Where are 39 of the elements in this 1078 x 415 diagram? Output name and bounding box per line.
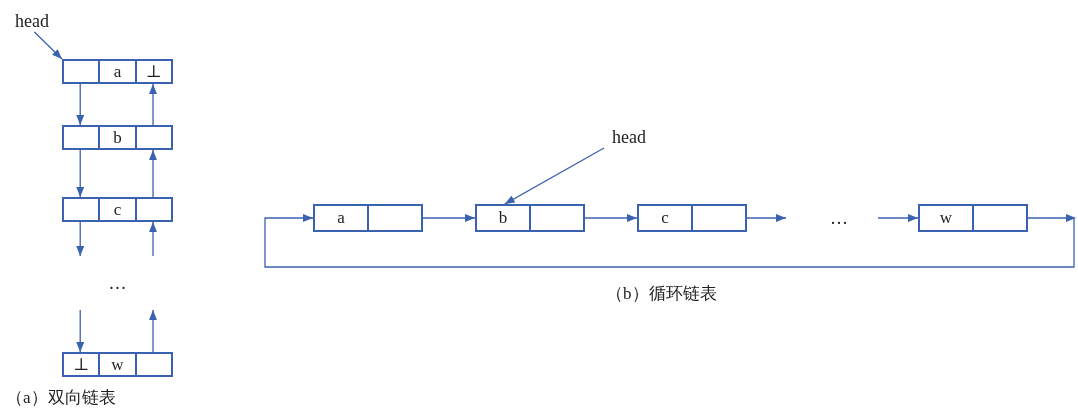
node-value: a xyxy=(337,208,345,228)
arrow xyxy=(504,147,605,205)
arrow xyxy=(76,309,85,353)
arrow xyxy=(584,214,638,222)
arrow xyxy=(76,221,85,257)
arrow xyxy=(746,214,787,222)
arrow xyxy=(149,83,157,126)
ellipsis: … xyxy=(108,272,127,294)
arrow xyxy=(76,149,85,198)
list-node-box xyxy=(62,125,173,150)
caption: （b）循环链表 xyxy=(606,283,717,305)
list-node-box xyxy=(313,204,423,232)
node-value: ⊥ xyxy=(145,61,162,82)
node-value: c xyxy=(113,199,122,220)
list-node-box xyxy=(637,204,747,232)
list-node-box xyxy=(62,197,173,222)
list-node-box xyxy=(918,204,1028,232)
arrow xyxy=(264,214,1076,268)
node-value: w xyxy=(939,208,953,228)
ellipsis: … xyxy=(830,207,848,229)
arrow xyxy=(877,214,919,222)
list-node-box xyxy=(475,204,585,232)
arrow xyxy=(149,149,157,198)
caption: （a）双向链表 xyxy=(6,387,116,409)
node-value: a xyxy=(113,61,122,82)
arrow xyxy=(33,31,63,60)
pointer-label: head xyxy=(612,126,646,148)
arrow xyxy=(76,83,85,126)
node-value: w xyxy=(111,354,124,375)
arrow xyxy=(149,309,157,353)
list-node-box xyxy=(62,59,173,84)
node-value: ⊥ xyxy=(73,354,90,375)
arrow xyxy=(149,221,157,257)
list-node-box xyxy=(62,352,173,377)
pointer-label: head xyxy=(15,10,49,32)
node-value: c xyxy=(661,208,669,228)
arrow xyxy=(422,214,476,222)
node-value: b xyxy=(113,127,122,148)
node-value: b xyxy=(498,208,508,228)
